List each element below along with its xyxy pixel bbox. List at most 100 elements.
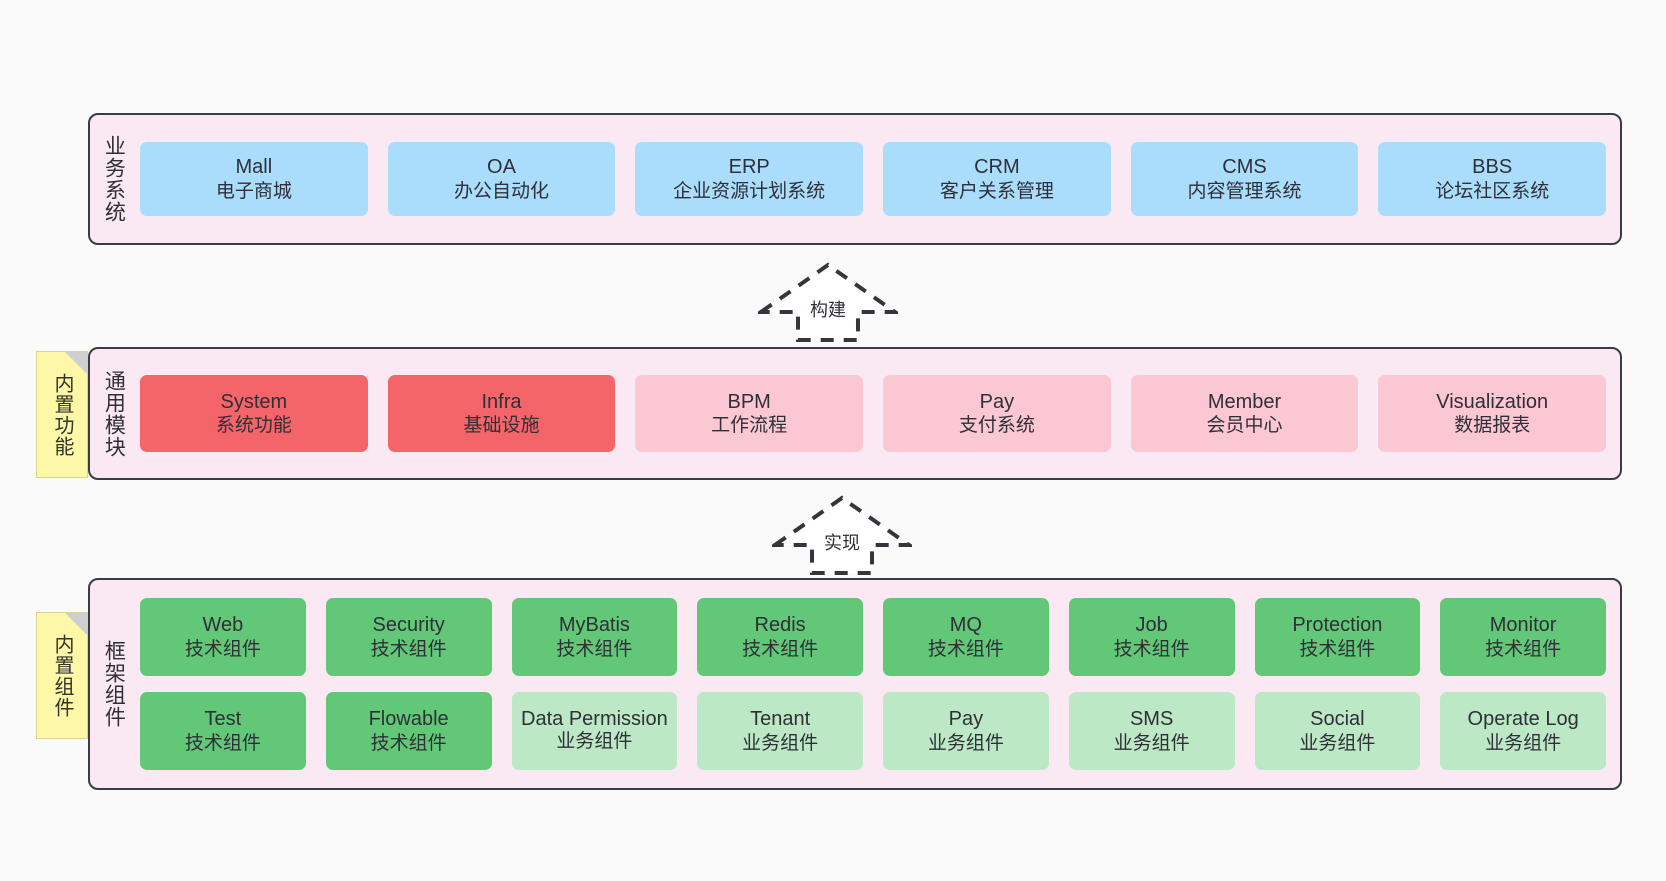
component-box-mybatis[interactable]: MyBatis 技术组件: [511, 598, 678, 676]
component-cn-label: 技术组件: [1113, 638, 1190, 660]
module-en-label: BPM: [727, 390, 771, 413]
module-box-crm[interactable]: CRM 客户关系管理: [883, 142, 1111, 216]
layer-title-common-module: 通用模块: [102, 369, 126, 458]
component-en-label: MQ: [949, 614, 982, 637]
component-cn-label: 技术组件: [742, 638, 819, 660]
sticky-note-builtin-component: 内置组件: [36, 612, 88, 739]
component-en-label: Data Permission: [521, 707, 668, 730]
component-en-label: Flowable: [368, 708, 449, 731]
module-cn-label: 企业资源计划系统: [673, 180, 826, 202]
layer-body-business-system: Mall 电子商城 OA 办公自动化 ERP 企业资源计划系统 CRM 客户关系…: [136, 115, 1620, 243]
arrow-build-icon: [754, 262, 902, 342]
module-cn-label: 基础设施: [463, 415, 540, 437]
layer-body-framework-component: Web 技术组件 Security 技术组件 MyBatis 技术组件 Redi…: [136, 580, 1620, 788]
module-box-infra[interactable]: Infra 基础设施: [387, 375, 616, 452]
component-row-business: Test 技术组件 Flowable 技术组件 Data Permission …: [140, 692, 1606, 770]
component-box-monitor[interactable]: Monitor 技术组件: [1440, 598, 1606, 676]
module-cn-label: 数据报表: [1454, 415, 1531, 437]
component-cn-label: 技术组件: [1485, 638, 1562, 660]
module-box-pay[interactable]: Pay 支付系统: [883, 375, 1111, 452]
module-en-label: Infra: [481, 390, 522, 413]
module-en-label: CRM: [974, 156, 1020, 179]
component-en-label: MyBatis: [558, 614, 630, 637]
component-box-social[interactable]: Social 业务组件: [1254, 692, 1421, 770]
module-cn-label: 内容管理系统: [1187, 180, 1302, 202]
module-row: Mall 电子商城 OA 办公自动化 ERP 企业资源计划系统 CRM 客户关系…: [140, 142, 1607, 216]
component-box-test[interactable]: Test 技术组件: [140, 692, 306, 770]
module-box-cms[interactable]: CMS 内容管理系统: [1130, 142, 1359, 216]
arrow-build: 构建: [754, 262, 902, 342]
component-box-data-permission[interactable]: Data Permission 业务组件: [511, 692, 678, 770]
component-en-label: Pay: [948, 708, 984, 731]
component-box-mq[interactable]: MQ 技术组件: [883, 598, 1049, 676]
component-en-label: Redis: [754, 614, 806, 637]
component-cn-label: 业务组件: [742, 732, 819, 754]
component-box-flowable[interactable]: Flowable 技术组件: [325, 692, 492, 770]
component-cn-label: 业务组件: [1113, 732, 1190, 754]
component-box-pay[interactable]: Pay 业务组件: [883, 692, 1049, 770]
component-cn-label: 业务组件: [556, 730, 633, 752]
component-cn-label: 技术组件: [370, 732, 447, 754]
component-en-label: Tenant: [750, 708, 811, 731]
component-cn-label: 业务组件: [1485, 732, 1562, 754]
sticky-note-text: 内置功能: [51, 372, 73, 457]
module-box-visualization[interactable]: Visualization 数据报表: [1378, 375, 1607, 452]
component-en-label: SMS: [1129, 708, 1174, 731]
component-en-label: Social: [1310, 708, 1365, 731]
module-box-oa[interactable]: OA 办公自动化: [387, 142, 616, 216]
layer-framework-component: 框架组件 Web 技术组件 Security 技术组件 MyBatis 技术组件: [88, 578, 1622, 790]
sticky-note-text: 内置组件: [51, 633, 73, 718]
module-en-label: OA: [487, 156, 516, 179]
component-cn-label: 业务组件: [1299, 732, 1376, 754]
component-box-operate-log[interactable]: Operate Log 业务组件: [1440, 692, 1606, 770]
component-grid: Web 技术组件 Security 技术组件 MyBatis 技术组件 Redi…: [140, 586, 1606, 782]
module-box-bpm[interactable]: BPM 工作流程: [635, 375, 864, 452]
module-box-erp[interactable]: ERP 企业资源计划系统: [635, 142, 864, 216]
arrow-implement-icon: [768, 495, 916, 575]
module-en-label: Pay: [979, 390, 1015, 413]
sticky-note-builtin-function: 内置功能: [36, 351, 88, 478]
module-en-label: Member: [1207, 390, 1282, 413]
component-cn-label: 技术组件: [184, 732, 261, 754]
component-en-label: Job: [1135, 614, 1168, 637]
layer-business-system: 业务系统 Mall 电子商城 OA 办公自动化 ERP 企业资源计划系统 CRM…: [88, 113, 1622, 245]
module-cn-label: 会员中心: [1206, 415, 1283, 437]
module-en-label: ERP: [728, 156, 770, 179]
component-cn-label: 技术组件: [184, 638, 261, 660]
module-en-label: BBS: [1472, 156, 1513, 179]
layer-common-module: 通用模块 System 系统功能 Infra 基础设施 BPM 工作流程 Pay…: [88, 347, 1622, 480]
component-box-sms[interactable]: SMS 业务组件: [1068, 692, 1235, 770]
component-box-tenant[interactable]: Tenant 业务组件: [697, 692, 863, 770]
module-box-member[interactable]: Member 会员中心: [1130, 375, 1359, 452]
module-en-label: Mall: [235, 156, 273, 179]
component-en-label: Web: [202, 614, 244, 637]
component-box-security[interactable]: Security 技术组件: [325, 598, 492, 676]
module-cn-label: 客户关系管理: [939, 180, 1054, 202]
component-en-label: Test: [204, 708, 242, 731]
layer-title-framework-component: 框架组件: [102, 640, 126, 728]
component-box-job[interactable]: Job 技术组件: [1068, 598, 1235, 676]
component-en-label: Monitor: [1489, 614, 1557, 637]
layer-title-business-system: 业务系统: [102, 135, 126, 223]
module-cn-label: 电子商城: [215, 180, 292, 202]
component-cn-label: 技术组件: [370, 638, 447, 660]
module-row: System 系统功能 Infra 基础设施 BPM 工作流程 Pay 支付系统…: [140, 375, 1607, 452]
component-cn-label: 技术组件: [556, 638, 633, 660]
module-box-system[interactable]: System 系统功能: [140, 375, 368, 452]
component-en-label: Security: [372, 614, 445, 637]
component-box-web[interactable]: Web 技术组件: [140, 598, 306, 676]
component-row-technical: Web 技术组件 Security 技术组件 MyBatis 技术组件 Redi…: [140, 598, 1606, 676]
module-box-bbs[interactable]: BBS 论坛社区系统: [1378, 142, 1607, 216]
component-cn-label: 技术组件: [927, 638, 1004, 660]
arrow-build-label: 构建: [810, 300, 846, 320]
component-box-redis[interactable]: Redis 技术组件: [697, 598, 863, 676]
module-en-label: CMS: [1222, 156, 1267, 179]
module-cn-label: 工作流程: [711, 415, 788, 437]
arrow-implement: 实现: [768, 495, 916, 575]
component-box-protection[interactable]: Protection 技术组件: [1254, 598, 1421, 676]
module-box-mall[interactable]: Mall 电子商城: [140, 142, 368, 216]
component-en-label: Operate Log: [1467, 708, 1579, 731]
module-cn-label: 系统功能: [215, 415, 292, 437]
module-cn-label: 论坛社区系统: [1435, 180, 1550, 202]
